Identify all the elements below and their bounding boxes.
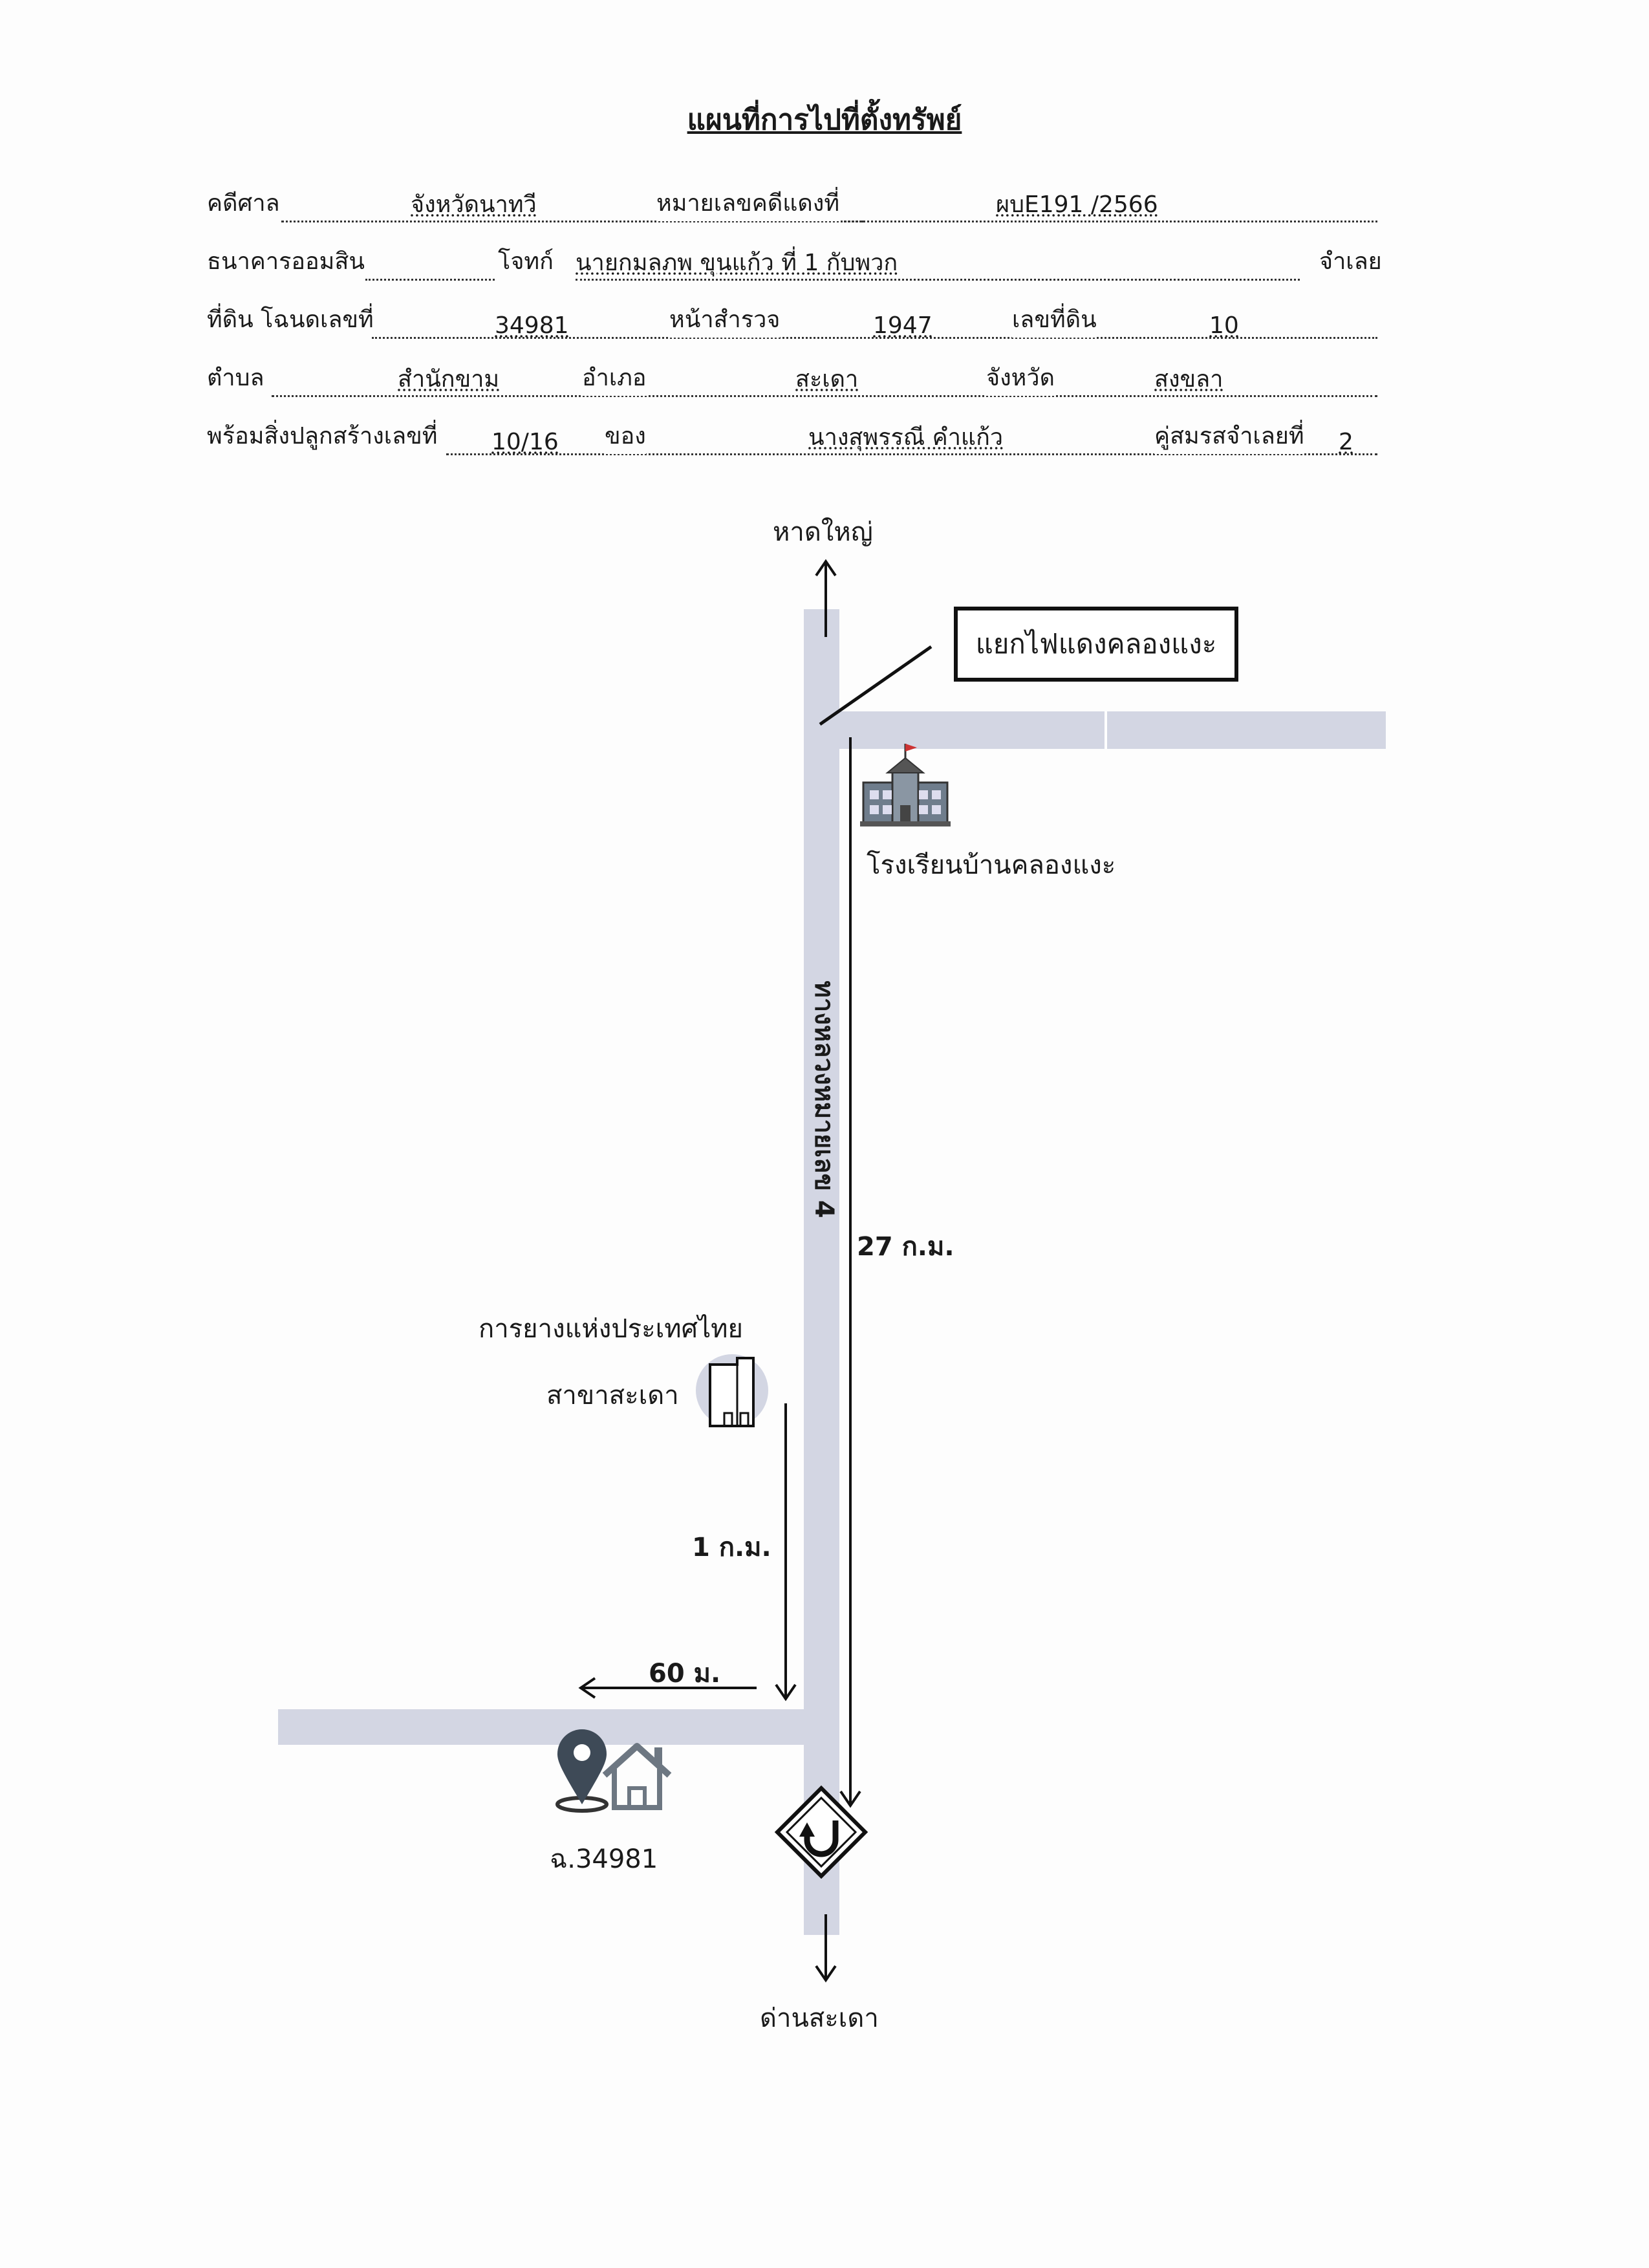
spouse-label: คู่สมรสจำเลยที่ [1154, 417, 1304, 454]
school-icon [860, 744, 951, 826]
dotted-line [365, 279, 495, 281]
intersection-label: แยกไฟแดงคลองแงะ [975, 628, 1217, 660]
dotted-line [372, 337, 1377, 339]
distance-side-label: 60 ม. [649, 1659, 721, 1689]
district-value: สะเดา [795, 366, 859, 393]
rubber-authority-label-line1: การยางแห่งประเทศไทย [479, 1314, 743, 1344]
case-no-value: ผบE191 /2566 [996, 191, 1158, 218]
south-destination-label: ด่านสะเดา [760, 2003, 879, 2033]
form-row-deed: ที่ดิน โฉนดเลขที่ 34981 หน้าสำรวจ 1947 เ… [207, 301, 1377, 343]
province-value: สงขลา [1154, 366, 1223, 393]
main-road [804, 609, 839, 1935]
highway-label: ทางหลวงหมายเลข 4 [809, 980, 839, 1218]
defendant-role: จำเลย [1319, 248, 1382, 275]
intersection-label-box: แยกไฟแดงคลองแงะ [954, 607, 1238, 682]
building-value: 10/16 [491, 429, 559, 455]
dotted-line [446, 453, 1377, 455]
location-pin-icon [555, 1729, 609, 1813]
intersection-pointer [819, 645, 932, 726]
distance-branch-label: 1 ก.ม. [692, 1533, 771, 1562]
court-label: คดีศาล [207, 190, 280, 217]
subdistrict-value: สำนักขาม [398, 366, 500, 393]
land-no-label: เลขที่ดิน [1012, 301, 1097, 338]
plaintiff-role: โจทก์ [498, 248, 554, 275]
school-label: โรงเรียนบ้านคลองแงะ [867, 850, 1116, 880]
document-title: แผนที่การไปที่ตั้งทรัพย์ [687, 103, 962, 136]
dotted-line [281, 221, 863, 222]
intersection-road [839, 711, 1386, 749]
rubber-authority-icon [696, 1354, 768, 1427]
survey-label: หน้าสำรวจ [669, 301, 781, 338]
form-row-building: พร้อมสิ่งปลูกสร้างเลขที่ 10/16 ของ นางสุ… [207, 417, 1377, 459]
survey-value: 1947 [873, 312, 932, 339]
deed-label: ที่ดิน โฉนดเลขที่ [207, 307, 374, 333]
land-no-value: 10 [1209, 312, 1239, 339]
spouse-value: 2 [1339, 429, 1353, 455]
form-row-court: คดีศาล จังหวัดนาทวี หมายเลขคดีแดงที่ ผบE… [207, 184, 1377, 226]
form-row-location: ตำบล สำนักขาม อำเภอ สะเดา จังหวัด สงขลา [207, 359, 1377, 401]
dotted-line [841, 221, 1377, 222]
owner-value: นางสุพรรณี คำแก้ว [808, 424, 1004, 451]
rubber-authority-label-line2: สาขาสะเดา [546, 1381, 679, 1410]
dotted-line [272, 395, 1377, 397]
house-icon [602, 1743, 672, 1810]
building-label: พร้อมสิ่งปลูกสร้างเลขที่ [207, 423, 438, 449]
plaintiff-value: ธนาคารออมสิน [207, 248, 365, 275]
distance-main-label: 27 ก.ม. [857, 1232, 954, 1262]
property-side-road [278, 1709, 804, 1745]
district-label: อำเภอ [582, 359, 647, 396]
case-no-label: หมายเลขคดีแดงที่ [656, 184, 840, 221]
court-value: จังหวัดนาทวี [411, 191, 537, 218]
deed-value: 34981 [495, 312, 569, 339]
dotted-line [576, 279, 1300, 281]
north-destination-label: หาดใหญ่ [773, 517, 873, 547]
defendant-value: นายกมลภพ ขุนแก้ว ที่ 1 กับพวก [576, 250, 898, 276]
u-turn-sign-icon [774, 1785, 868, 1879]
property-label: ฉ.34981 [550, 1844, 658, 1874]
form-row-parties: ธนาคารออมสิน โจทก์ นายกมลภพ ขุนแก้ว ที่ … [207, 246, 1382, 285]
province-label: จังหวัด [986, 359, 1055, 396]
subdistrict-label: ตำบล [207, 365, 264, 391]
owner-label: ของ [605, 417, 646, 454]
